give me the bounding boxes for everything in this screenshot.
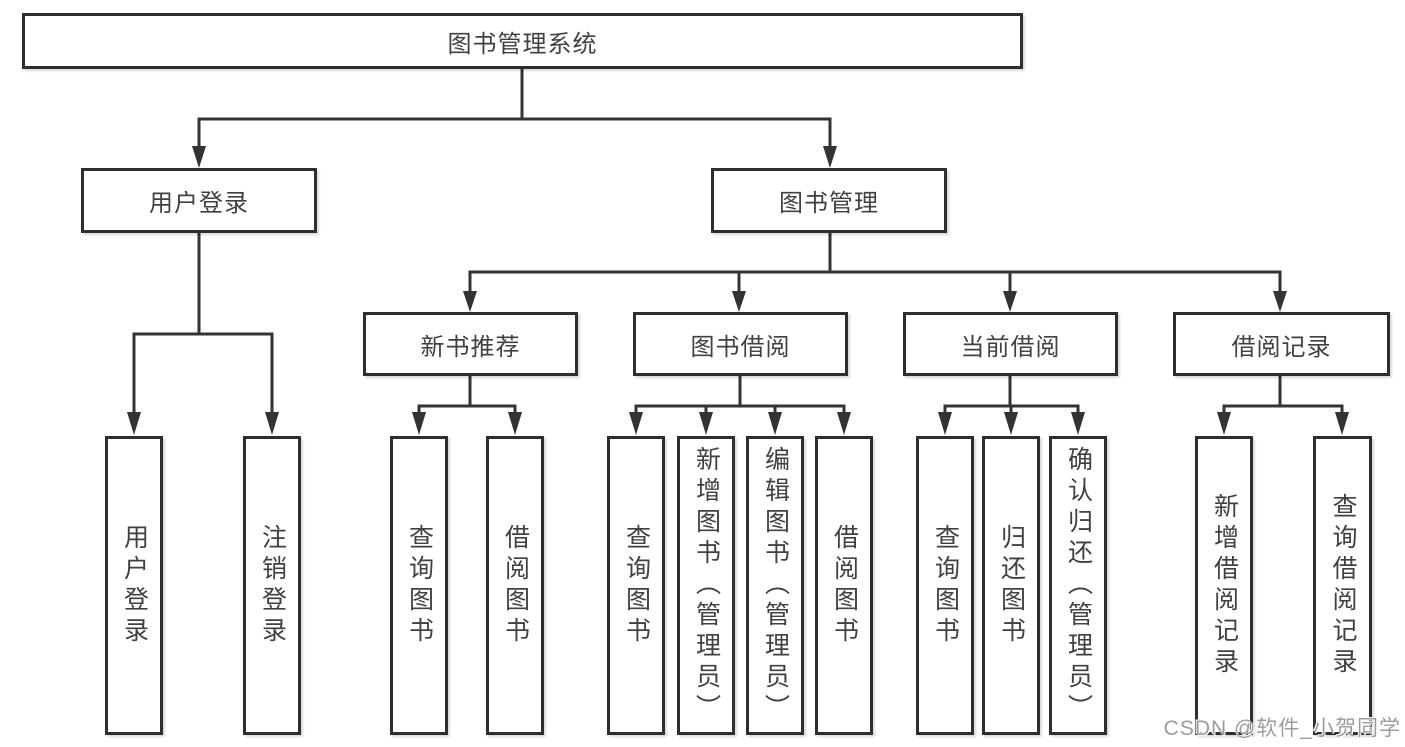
leaf-current-return-books: 归还图书 [982, 436, 1040, 735]
node-root: 图书管理系统 [22, 13, 1023, 69]
node-current-borrowing: 当前借阅 [903, 312, 1118, 376]
leaf-borrowing-query-books: 查询图书 [607, 436, 665, 735]
leaf-user-login: 用户登录 [105, 436, 163, 735]
leaf-label: 注销登录 [258, 523, 287, 648]
node-book-management: 图书管理 [711, 168, 947, 233]
leaf-label: 查询图书 [405, 523, 434, 648]
leaf-label: 确认归还（管理员） [1064, 446, 1093, 725]
leaf-label: 编辑图书（管理员） [761, 446, 790, 725]
leaf-borrowing-borrow-books: 借阅图书 [815, 436, 873, 735]
node-book-borrowing: 图书借阅 [633, 312, 848, 376]
leaf-label: 查询图书 [622, 523, 651, 648]
leaf-logout: 注销登录 [243, 436, 301, 735]
leaf-recommend-borrow-books: 借阅图书 [486, 436, 544, 735]
leaf-recommend-query-books: 查询图书 [390, 436, 448, 735]
leaf-label: 用户登录 [120, 523, 149, 648]
leaf-current-query-books: 查询图书 [916, 436, 974, 735]
leaf-label: 借阅图书 [830, 523, 859, 648]
leaf-label: 新增图书（管理员） [692, 446, 721, 725]
leaf-label: 查询借阅记录 [1329, 492, 1357, 679]
arrowhead-icons [127, 146, 1349, 435]
leaf-label: 借阅图书 [501, 523, 530, 648]
leaf-borrowing-edit-books: 编辑图书（管理员） [746, 436, 804, 735]
node-new-book-recommend: 新书推荐 [363, 312, 578, 376]
leaf-records-query-record: 查询借阅记录 [1313, 436, 1372, 735]
leaf-label: 查询图书 [931, 523, 960, 648]
watermark: CSDN @软件_小贺同学 [1163, 717, 1401, 740]
leaf-borrowing-add-books: 新增图书（管理员） [677, 436, 735, 735]
leaf-label: 新增借阅记录 [1210, 492, 1239, 679]
leaf-records-add-record: 新增借阅记录 [1195, 436, 1253, 735]
leaf-label: 归还图书 [997, 523, 1026, 648]
leaf-current-confirm-return: 确认归还（管理员） [1049, 436, 1107, 735]
node-user-login: 用户登录 [81, 168, 317, 233]
node-borrowing-records: 借阅记录 [1173, 312, 1390, 376]
